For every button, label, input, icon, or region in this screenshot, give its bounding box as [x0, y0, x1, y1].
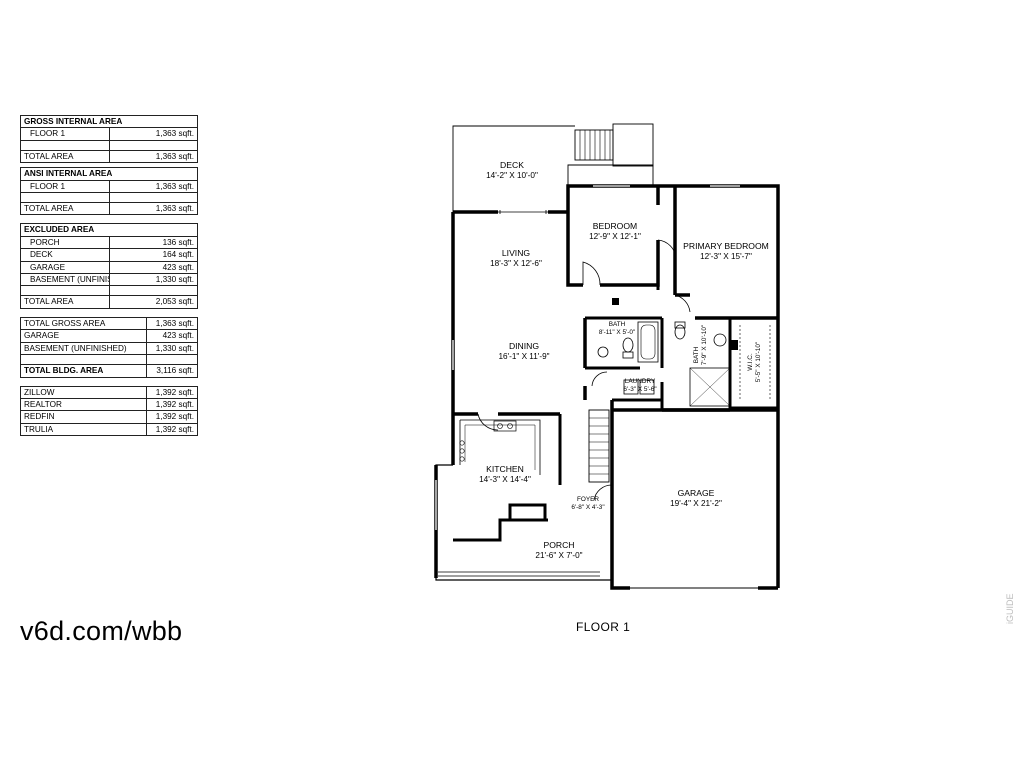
total-value: 1,363 sqft.: [108, 202, 198, 216]
dining-dims: 16'-1" X 11'-9": [498, 352, 549, 361]
wic-name: W.I.C.: [747, 353, 754, 371]
row-value: 423 sqft.: [108, 260, 198, 275]
row-value: 1,363 sqft.: [146, 316, 198, 331]
dryer: [639, 379, 655, 395]
total-value: 3,116 sqft.: [146, 364, 198, 378]
laundry-dims: 6'-3" X 5'-6": [623, 386, 656, 393]
foyer-name: FOYER: [577, 496, 599, 503]
bath1-name: BATH: [609, 321, 626, 328]
room-labels: DECK 14'-2" X 10'-0" BEDROOM 12'-9" X 12…: [479, 160, 769, 560]
garage-dims: 19'-4" X 21'-2": [670, 499, 722, 508]
porch-dims: 21'-6" X 7'-0": [535, 551, 582, 560]
row-value: 1,330 sqft.: [108, 273, 198, 287]
kitchen-sink: [493, 420, 517, 432]
website-url[interactable]: v6d.com/wbb: [20, 616, 183, 646]
row-label: BASEMENT (UNFINISHED): [20, 341, 147, 356]
garage-stairs: [588, 409, 610, 483]
bath1-dims: 8'-11" X 5'-0": [599, 329, 635, 336]
primary-bedroom-dims: 12'-3" X 15'-7": [700, 252, 752, 261]
garage-name: GARAGE: [678, 488, 715, 498]
porch-name: PORCH: [543, 540, 574, 550]
bathtub: [637, 321, 659, 363]
total-label: TOTAL AREA: [20, 202, 110, 216]
table-header: ANSI INTERNAL AREA: [20, 167, 198, 181]
table-row: BASEMENT (UNFINISHED)1,330 sqft.: [20, 341, 198, 356]
row-value: 1,363 sqft.: [108, 127, 198, 141]
wic-dims: 5'-5" X 10'-10": [755, 342, 762, 382]
shower: [689, 367, 731, 407]
washer: [623, 379, 639, 395]
floor-caption: FLOOR 1: [576, 620, 631, 634]
deck-name: DECK: [500, 160, 524, 170]
row-label: TOTAL GROSS AREA: [20, 316, 147, 331]
wic-fixture: [730, 340, 738, 350]
row-value: 1,392 sqft.: [146, 385, 198, 399]
total-label: TOTAL BLDG. AREA: [20, 364, 147, 378]
table-row: BASEMENT (UNFINISHED)1,330 sqft.: [20, 273, 198, 287]
row-value: 423 sqft.: [146, 329, 198, 343]
kitchen-dims: 14'-3" X 14'-4": [479, 475, 531, 484]
total-label: TOTAL AREA: [20, 295, 110, 309]
living-name: LIVING: [502, 248, 530, 258]
total-value: 2,053 sqft.: [108, 295, 198, 309]
bath2-dims: 7'-9" X 10'-10": [701, 325, 708, 365]
row-value: 1,392 sqft.: [146, 410, 198, 424]
row-value: 1,392 sqft.: [146, 397, 198, 412]
column: [612, 298, 619, 305]
sink: [597, 346, 609, 358]
living-dims: 18'-3" X 12'-6": [490, 259, 542, 268]
row-label: FLOOR 1: [20, 127, 110, 141]
bedroom-name: BEDROOM: [593, 221, 637, 231]
bedroom-dims: 12'-9" X 12'-1": [589, 232, 641, 241]
stove: [459, 440, 465, 446]
deck-dims: 14'-2" X 10'-0": [486, 171, 538, 180]
row-label: FLOOR 1: [20, 179, 110, 194]
row-value: 164 sqft.: [108, 248, 198, 262]
foyer-dims: 6'-8" X 4'-3": [571, 504, 604, 511]
dining-name: DINING: [509, 341, 539, 351]
toilet: [622, 337, 634, 353]
plan-walls: [434, 123, 780, 590]
primary-bedroom-name: PRIMARY BEDROOM: [683, 241, 769, 251]
row-value: 1,392 sqft.: [146, 422, 198, 437]
deck-stairs: [574, 129, 614, 161]
laundry-name: LAUNDRY: [625, 378, 656, 385]
table-header: GROSS INTERNAL AREA: [20, 114, 198, 129]
bath2-name: BATH: [693, 346, 700, 363]
total-value: 1,363 sqft.: [108, 149, 198, 164]
row-value: 1,330 sqft.: [146, 341, 198, 356]
row-value: 1,363 sqft.: [108, 179, 198, 194]
kitchen-name: KITCHEN: [486, 464, 524, 474]
